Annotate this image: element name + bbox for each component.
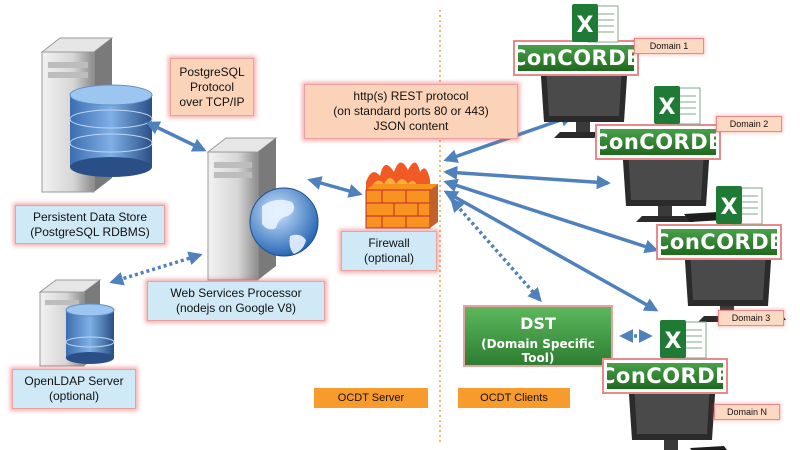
ocdt-clients-label: OCDT Clients: [458, 388, 570, 408]
arrow-firewall-to-domain3: [443, 178, 659, 254]
firewall-label: Firewall (optional): [341, 231, 437, 271]
arrow-firewall-to-domain2: [443, 165, 611, 190]
dst-box: DST (Domain Specific Tool): [463, 305, 613, 367]
rest-protocol-label: http(s) REST protocol (on standard ports…: [304, 84, 518, 139]
arrow-webservices-to-firewall: [307, 176, 363, 198]
svg-text:X: X: [659, 95, 676, 120]
web-services-server-icon: [206, 137, 319, 281]
domain-label-2: Domain 2: [716, 116, 782, 132]
excel-icon-3: X: [716, 186, 763, 225]
arrow-firewall-to-domainN: [443, 190, 659, 312]
svg-text:X: X: [721, 195, 738, 220]
firewall-icon: [365, 162, 438, 229]
ocdt-server-label: OCDT Server: [314, 388, 428, 408]
excel-icon-2: X: [654, 86, 701, 125]
domain-label-3: Domain 3: [718, 310, 784, 326]
postgres-server-icon: [40, 37, 153, 193]
arrow-ldap-to-webservices: [109, 251, 203, 286]
arrow-firewall-to-dst: [450, 197, 542, 303]
dst-subtitle: (Domain Specific Tool): [481, 337, 595, 365]
concorde-box-1: ConCORDE: [511, 40, 641, 76]
client-computer-icon-2: [622, 146, 724, 222]
dst-title: DST: [520, 314, 556, 333]
concorde-box-2: ConCORDE: [593, 124, 723, 160]
excel-icon-1: X: [572, 4, 619, 43]
excel-icon-4: X: [660, 320, 707, 359]
ldap-label: OpenLDAP Server (optional): [12, 369, 136, 409]
concorde-box-3: ConCORDE: [654, 224, 784, 260]
domain-label-4: Domain N: [714, 404, 780, 420]
postgres-protocol-label: PostgreSQL Protocol over TCP/IP: [170, 58, 254, 116]
svg-text:X: X: [577, 13, 594, 38]
arrow-db-to-webservices: [145, 121, 207, 152]
data-store-label: Persistent Data Store (PostgreSQL RDBMS): [15, 205, 165, 244]
ldap-server-icon: [38, 279, 115, 367]
domain-label-1: Domain 1: [634, 38, 704, 54]
svg-text:X: X: [665, 329, 682, 354]
web-services-label: Web Services Processor (nodejs on Google…: [147, 281, 325, 321]
concorde-box-4: ConCORDE: [600, 358, 730, 394]
client-computer-icon-4: [628, 380, 727, 450]
